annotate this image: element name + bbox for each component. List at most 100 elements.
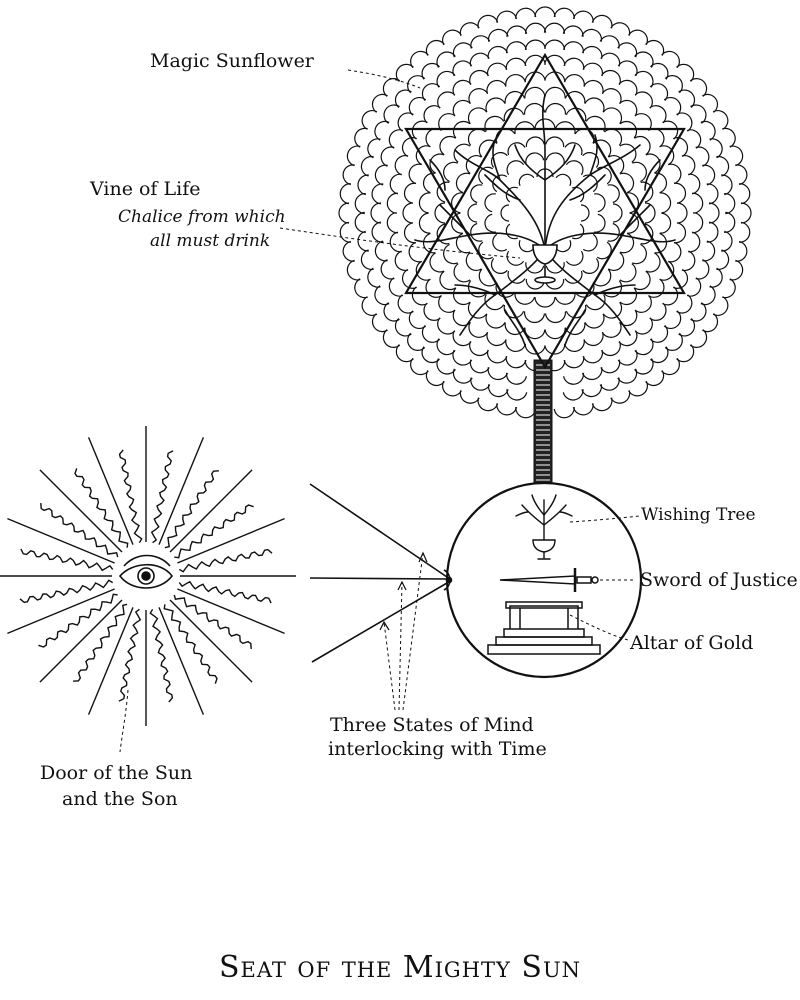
sunflower-petal xyxy=(388,129,404,149)
sunflower-petal xyxy=(700,120,716,141)
sunflower-petal xyxy=(401,137,417,158)
sunflower-petal xyxy=(650,62,669,80)
sunflower-petal xyxy=(545,262,565,274)
sunflower-petal xyxy=(408,241,422,263)
sunflower-petal xyxy=(436,70,456,88)
sunflower-petal xyxy=(371,93,388,113)
sunflower-petal xyxy=(659,145,675,166)
label-sword-of-justice: Sword of Justice xyxy=(640,569,798,591)
sunflower-petal xyxy=(505,74,526,87)
sunflower-petal xyxy=(518,239,535,253)
label-vine-of-life: Vine of Life xyxy=(90,178,201,200)
sunflower-petal xyxy=(487,28,509,42)
sunflower-petal xyxy=(534,118,556,130)
sunflower-petal xyxy=(645,252,661,273)
sunflower-petal xyxy=(553,7,575,19)
sunflower-petal xyxy=(678,318,696,337)
hexagram-icon xyxy=(404,52,686,370)
sunflower-petal xyxy=(506,389,528,401)
sunflower-petal xyxy=(544,103,567,115)
sunflower-petal xyxy=(380,146,395,167)
sunflower-petal xyxy=(354,278,368,299)
sunflower-petal xyxy=(423,105,441,124)
sunflower-petal xyxy=(514,121,536,134)
sunflower-petal xyxy=(662,286,679,306)
sunflower-petal xyxy=(565,304,587,319)
sunflower-petal xyxy=(438,295,456,313)
sunflower-petal xyxy=(562,389,584,401)
sun-ray-wavy xyxy=(20,548,114,572)
sunflower-petal xyxy=(634,295,652,313)
sunflower-petal xyxy=(525,152,545,164)
sunflower-petal xyxy=(525,278,545,290)
sunflower-petal xyxy=(443,161,458,183)
sunflower-petal xyxy=(686,277,702,297)
sunflower-petal xyxy=(689,329,708,348)
sunflower-petal xyxy=(418,212,431,234)
diagram-caption: Seat of the Mighty Sun xyxy=(218,950,582,985)
sunflower-petal xyxy=(388,277,404,297)
sunflower-petal xyxy=(524,86,546,99)
sunflower-petal xyxy=(581,384,603,398)
sunflower-petal xyxy=(421,83,441,102)
sunflower-petal xyxy=(459,22,480,36)
sunflower-petal xyxy=(662,120,679,140)
sunflower-petal xyxy=(691,212,704,234)
sunflower-petal xyxy=(467,128,486,146)
sunflower-petal xyxy=(565,250,584,266)
sunflower-petal xyxy=(386,192,399,214)
sunflower-petal xyxy=(371,183,384,205)
sunflower-petal xyxy=(410,357,429,376)
sunflower-petal xyxy=(627,192,639,214)
sunflower-petal xyxy=(619,120,638,139)
sunflower-petal xyxy=(394,250,409,272)
sunflower-petal xyxy=(437,317,456,335)
sunflower-petal xyxy=(436,51,456,68)
sunflower-petal xyxy=(627,212,639,234)
sunflower-petal xyxy=(477,14,499,29)
sunflower-petal xyxy=(383,302,400,322)
sunflower-petal xyxy=(708,202,720,224)
sun-ray-straight xyxy=(169,599,253,683)
sunflower-petal xyxy=(545,152,565,164)
sunflower-petal xyxy=(676,112,693,132)
sunflower-petal xyxy=(600,52,621,67)
sunflower-petal xyxy=(495,282,516,298)
sunflower-petal xyxy=(592,268,612,287)
sun-ray-wavy xyxy=(73,603,128,682)
sunflower-petal xyxy=(467,107,488,125)
sunflower-petal xyxy=(716,249,730,271)
leader-magic-sunflower xyxy=(347,69,421,89)
sun-ray-straight xyxy=(158,437,205,545)
sunflower-petal xyxy=(470,184,483,204)
sun-ray-straight xyxy=(158,607,205,715)
sunflower-petal xyxy=(407,75,426,94)
sunflower-petal xyxy=(411,120,428,140)
sunflower-petal xyxy=(633,270,651,291)
sunflower-petal xyxy=(591,14,613,29)
sunflower-petal xyxy=(724,211,736,234)
sunflower-petal xyxy=(500,204,510,222)
sunflower-petal xyxy=(619,287,638,306)
sunflower-petal xyxy=(599,35,620,49)
wishing-tree-icon xyxy=(515,494,573,560)
sunflower-petal xyxy=(543,22,566,34)
sunflower-petal xyxy=(442,380,462,397)
sunflower-petal xyxy=(442,29,462,46)
sunflower-petal xyxy=(634,51,654,68)
sunflower-petal xyxy=(486,332,507,346)
sunflower-petal xyxy=(496,403,518,416)
sunflower-petal xyxy=(659,192,672,214)
sun-ray-wavy xyxy=(38,593,118,648)
sunflower-petal xyxy=(722,278,736,299)
sunflower-icon xyxy=(338,6,752,419)
sunflower-petal xyxy=(628,29,648,46)
sunflower-petal xyxy=(712,296,729,316)
sunflower-petal xyxy=(702,240,716,262)
sunflower-petal xyxy=(411,286,428,306)
sunflower-petal xyxy=(346,259,361,281)
sunflower-petal xyxy=(695,146,710,167)
sunflower-petal xyxy=(467,203,478,223)
sunflower-petal xyxy=(486,349,508,364)
sunflower-petal xyxy=(659,212,672,234)
